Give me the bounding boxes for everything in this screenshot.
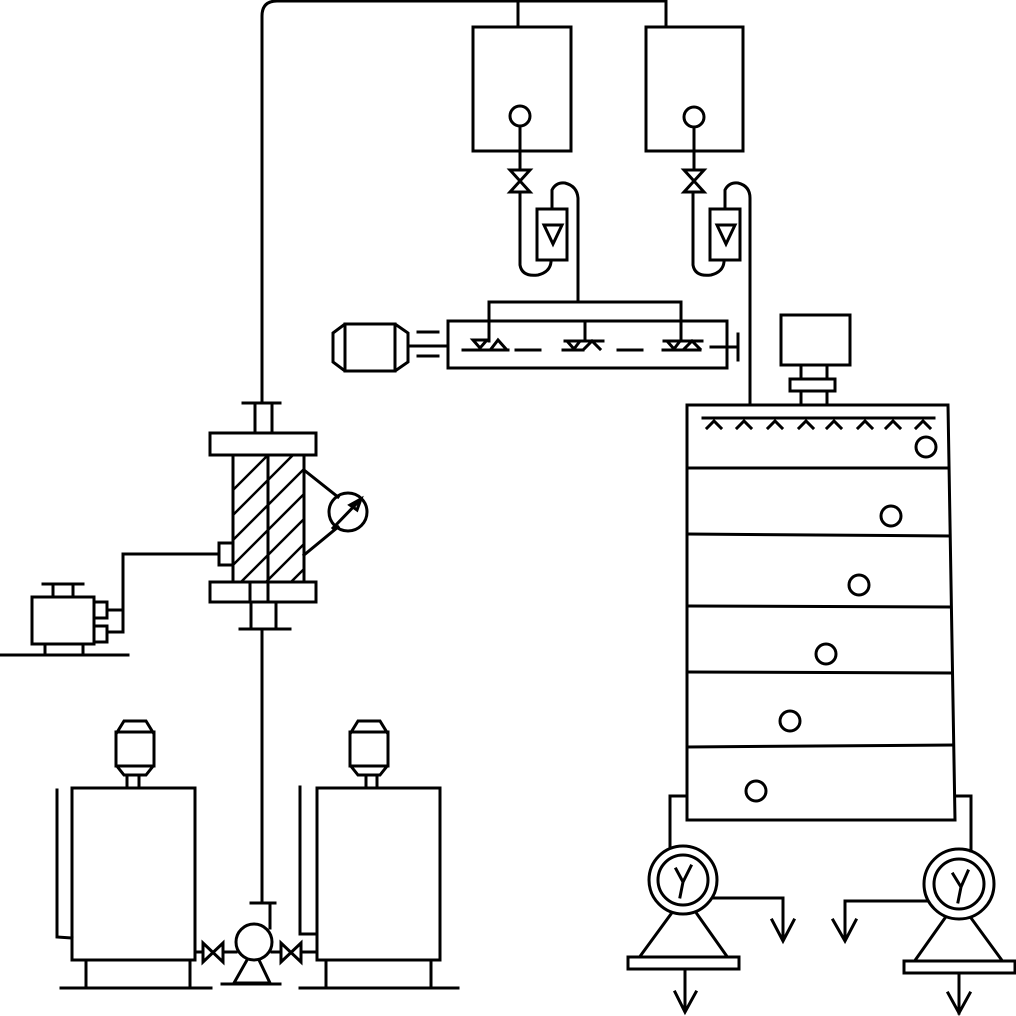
valve-tank-2[interactable]	[680, 168, 708, 194]
level-indicator-icon	[914, 435, 938, 459]
flowmeter-icon	[714, 223, 738, 248]
dosing-tank-1[interactable]	[471, 25, 573, 172]
storage-tank-1[interactable]	[55, 719, 213, 990]
pump-y-icon	[950, 869, 970, 904]
gate-valve-icon	[201, 939, 225, 966]
level-indicator-icon	[682, 105, 706, 129]
gate-valve-icon	[680, 168, 708, 194]
pump-icon	[234, 922, 274, 962]
filter-column[interactable]	[208, 401, 318, 631]
transfer-pump[interactable]	[220, 901, 282, 986]
top-feed-pipe	[260, 0, 668, 402]
level-indicator-icon	[508, 104, 532, 128]
valve-tank-1[interactable]	[506, 168, 534, 194]
mixer-motor[interactable]	[331, 322, 449, 373]
pressure-gauge[interactable]	[301, 467, 369, 558]
storage-tank-2[interactable]	[298, 719, 460, 990]
reactor-motor[interactable]	[779, 313, 852, 407]
gauge-icon	[330, 496, 364, 531]
level-indicator-icon	[847, 573, 871, 597]
level-indicator-icon	[879, 504, 903, 528]
level-indicator-icon	[814, 642, 838, 666]
level-indicator-icon	[744, 779, 768, 803]
flowmeter-1[interactable]	[518, 181, 580, 302]
valve-right[interactable]	[270, 939, 319, 966]
valve-left[interactable]	[193, 939, 238, 966]
gate-valve-icon	[506, 168, 534, 194]
spray-nozzle-icon	[704, 418, 933, 431]
flowmeter-2[interactable]	[691, 181, 752, 406]
discharge-pump-2[interactable]	[830, 794, 1016, 1016]
nozzle-icon	[661, 338, 704, 352]
nozzle-icon	[561, 338, 605, 352]
level-indicator-icon	[778, 709, 802, 733]
nozzle-icon	[461, 337, 510, 352]
multistage-reactor[interactable]	[685, 403, 957, 822]
flowmeter-icon	[541, 223, 565, 248]
mixing-trough[interactable]	[446, 319, 740, 370]
dosing-tank-2[interactable]	[644, 25, 745, 172]
blower[interactable]	[0, 552, 221, 657]
discharge-pump-1[interactable]	[626, 794, 797, 1016]
gate-valve-icon	[279, 939, 303, 966]
pump-y-icon	[673, 863, 694, 899]
